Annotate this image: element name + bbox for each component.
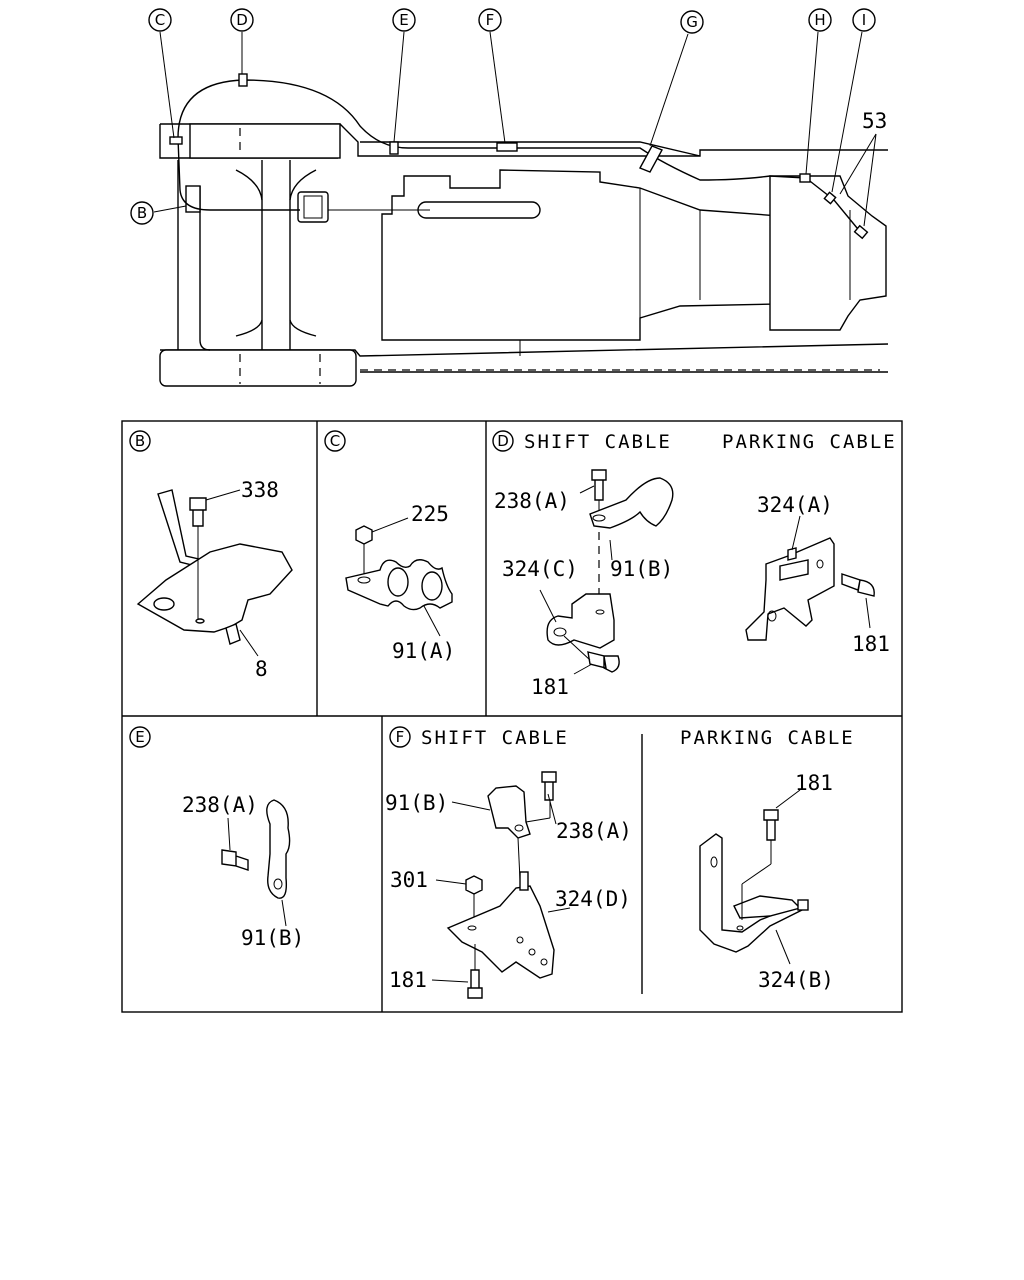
panel-c-225: 225: [411, 502, 449, 526]
callout-d-label: D: [236, 11, 248, 29]
bolt-181-parking: [841, 573, 875, 597]
callout-i: I: [852, 8, 876, 32]
panel-b-id: B: [135, 432, 145, 450]
shift-lever: [417, 201, 541, 219]
bolt-238a: [591, 469, 607, 501]
panel-c-id: C: [330, 432, 340, 450]
nut-301: [465, 875, 483, 895]
panel-e-91b: 91(B): [241, 926, 304, 950]
bolt-338: [189, 497, 207, 527]
panel-d-181-shift: 181: [531, 675, 569, 699]
bracket-324c: [546, 593, 615, 649]
panel-d-238a: 238(A): [494, 489, 570, 513]
callout-b: B: [130, 201, 154, 225]
panel-f-238a: 238(A): [556, 819, 632, 843]
panel-c: C 225 91(A): [324, 430, 455, 663]
callout-d: D: [230, 8, 254, 32]
panel-d-91b: 91(B): [610, 557, 673, 581]
bolt-181-shift: [587, 651, 620, 673]
clip-91b: [589, 477, 674, 529]
panel-f-shift-title: SHIFT CABLE: [421, 727, 569, 749]
panel-e-238a: 238(A): [182, 793, 258, 817]
panel-d: D SHIFT CABLE PARKING CABLE 238(A) 91(B)…: [492, 430, 897, 699]
panel-d-324a: 324(A): [757, 493, 833, 517]
panel-f-181-parking: 181: [795, 771, 833, 795]
clip-91b-f: [487, 785, 531, 839]
panel-f-324b: 324(B): [758, 968, 834, 992]
panel-b-338: 338: [241, 478, 279, 502]
panel-d-shift-title: SHIFT CABLE: [524, 431, 672, 453]
panel-f-parking-title: PARKING CABLE: [680, 727, 855, 749]
panel-e: E 238(A) 91(B): [129, 726, 304, 950]
transmission-body: [381, 169, 781, 341]
clip-91b-e: [266, 799, 291, 899]
panel-f-324d: 324(D): [555, 887, 631, 911]
callout-h: H: [808, 8, 832, 32]
transfer-housing: [769, 175, 887, 331]
callout-e: E: [392, 8, 416, 32]
callout-e-label: E: [399, 11, 408, 29]
detail-grid: [121, 420, 903, 1013]
bracket-324a: [745, 537, 835, 641]
bolt-181-f: [467, 969, 483, 999]
lower-cross-tube: [159, 349, 357, 387]
panel-d-324c: 324(C): [502, 557, 578, 581]
panel-f: F SHIFT CABLE PARKING CABLE 91(B) 238(A)…: [385, 726, 855, 999]
upper-cross-tube: [189, 123, 341, 159]
panel-d-id: D: [497, 432, 509, 450]
callout-b-label: B: [137, 204, 147, 222]
bracket-8: [136, 543, 293, 633]
callout-c-label: C: [155, 11, 165, 29]
panel-f-181-shift: 181: [389, 968, 427, 992]
nut-225: [355, 525, 373, 545]
panel-f-id: F: [396, 728, 405, 746]
callout-h-label: H: [814, 11, 825, 29]
callout-f: F: [478, 8, 502, 32]
panel-b-8: 8: [255, 657, 268, 681]
part-53-label: 53: [862, 109, 887, 133]
bolt-238a-f: [541, 771, 557, 801]
callout-c: C: [148, 8, 172, 32]
panel-b: B 338 8: [129, 430, 293, 681]
bracket-324b: [699, 833, 808, 953]
bracket-324d: [446, 885, 555, 979]
panel-c-91a: 91(A): [392, 639, 455, 663]
callout-g-label: G: [686, 13, 698, 31]
panel-f-301: 301: [390, 868, 428, 892]
chassis-overview: [159, 73, 889, 387]
callout-f-label: F: [486, 11, 495, 29]
bolt-181-parking-f: [763, 809, 779, 841]
panel-d-parking-title: PARKING CABLE: [722, 431, 897, 453]
panel-d-181-parking: 181: [852, 632, 890, 656]
frame-rail-upper: [160, 123, 888, 157]
panel-e-id: E: [135, 728, 144, 746]
callout-leaders: [153, 31, 877, 227]
panel-f-91b: 91(B): [385, 791, 448, 815]
callout-i-label: I: [862, 11, 866, 29]
callout-g: G: [680, 10, 704, 34]
bolt-238a-e: [221, 849, 249, 871]
